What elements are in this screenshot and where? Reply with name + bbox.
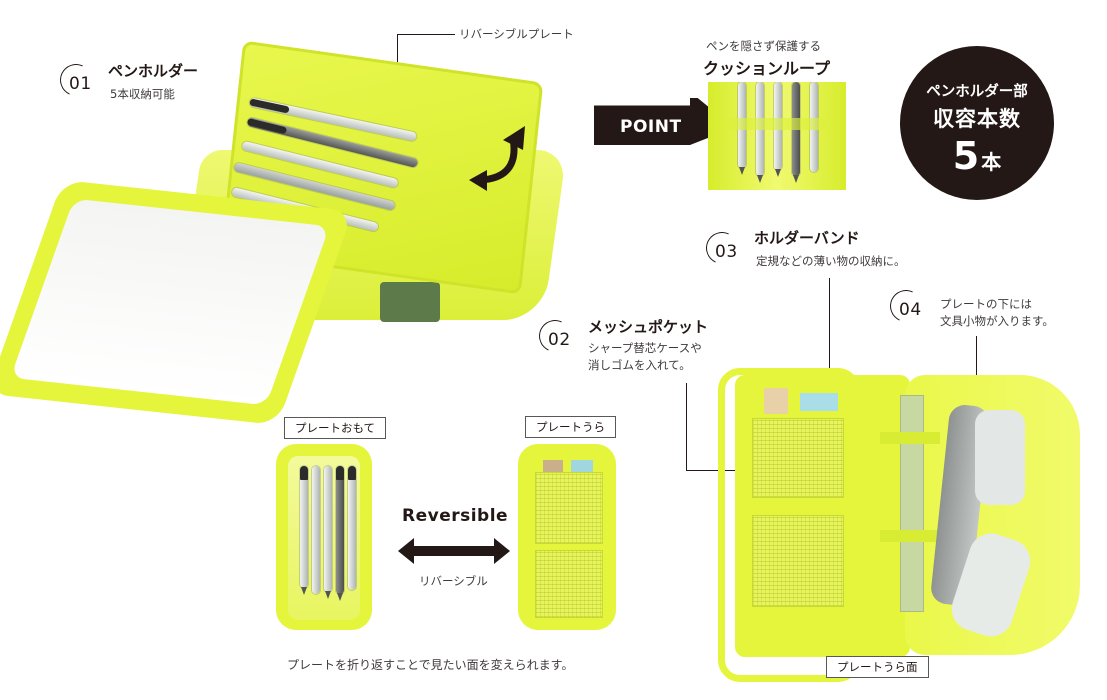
plate-back-side-label: プレートうら面: [826, 656, 929, 678]
feature-desc-04: プレートの下には 文具小物が入ります。: [940, 297, 1054, 328]
reversible-caption: プレートを折り返すことで見たい面を変えられます。: [287, 658, 574, 672]
tape-icon: [975, 410, 1025, 505]
leader-line: [686, 383, 687, 470]
feature-desc-01: 5本収納可能: [110, 87, 175, 101]
feature-number-01: 01: [55, 59, 97, 101]
cushion-loop-subtitle: ペンを隠さず保護する: [706, 39, 821, 53]
cushion-loop-image: [708, 82, 846, 190]
stapler-icon: [380, 282, 440, 322]
ruler-icon: [900, 395, 924, 612]
reversible-plate-label: リバーシブルプレート: [459, 27, 574, 41]
leader-line: [829, 278, 830, 440]
leader-line: [397, 34, 455, 35]
feature-title-01: ペンホルダー: [108, 62, 199, 80]
plate-front-label: プレートおもて: [284, 417, 387, 439]
plate-back-label: プレートうら: [525, 416, 616, 438]
feature-number-03: 03: [701, 227, 743, 269]
rotate-arrow-icon: [469, 126, 525, 191]
leader-line: [397, 34, 398, 66]
feature-number-04: 04: [885, 285, 927, 327]
reversible-japanese-label: リバーシブル: [419, 574, 488, 588]
feature-desc-03: 定規などの薄い物の収納に。: [756, 254, 906, 268]
reversible-english-label: Reversible: [402, 506, 509, 526]
leader-line: [976, 336, 977, 402]
feature-title-03: ホルダーバンド: [754, 229, 860, 247]
feature-title-02: メッシュポケット: [588, 318, 709, 336]
point-label: POINT: [620, 117, 682, 137]
cushion-loop-title: クッションループ: [703, 59, 831, 78]
feature-desc-02: シャープ替芯ケースや 消しゴムを入れて。: [588, 341, 702, 372]
point-arrow: [594, 98, 734, 146]
double-arrow-icon: [398, 538, 510, 564]
feature-number-02: 02: [534, 315, 576, 357]
